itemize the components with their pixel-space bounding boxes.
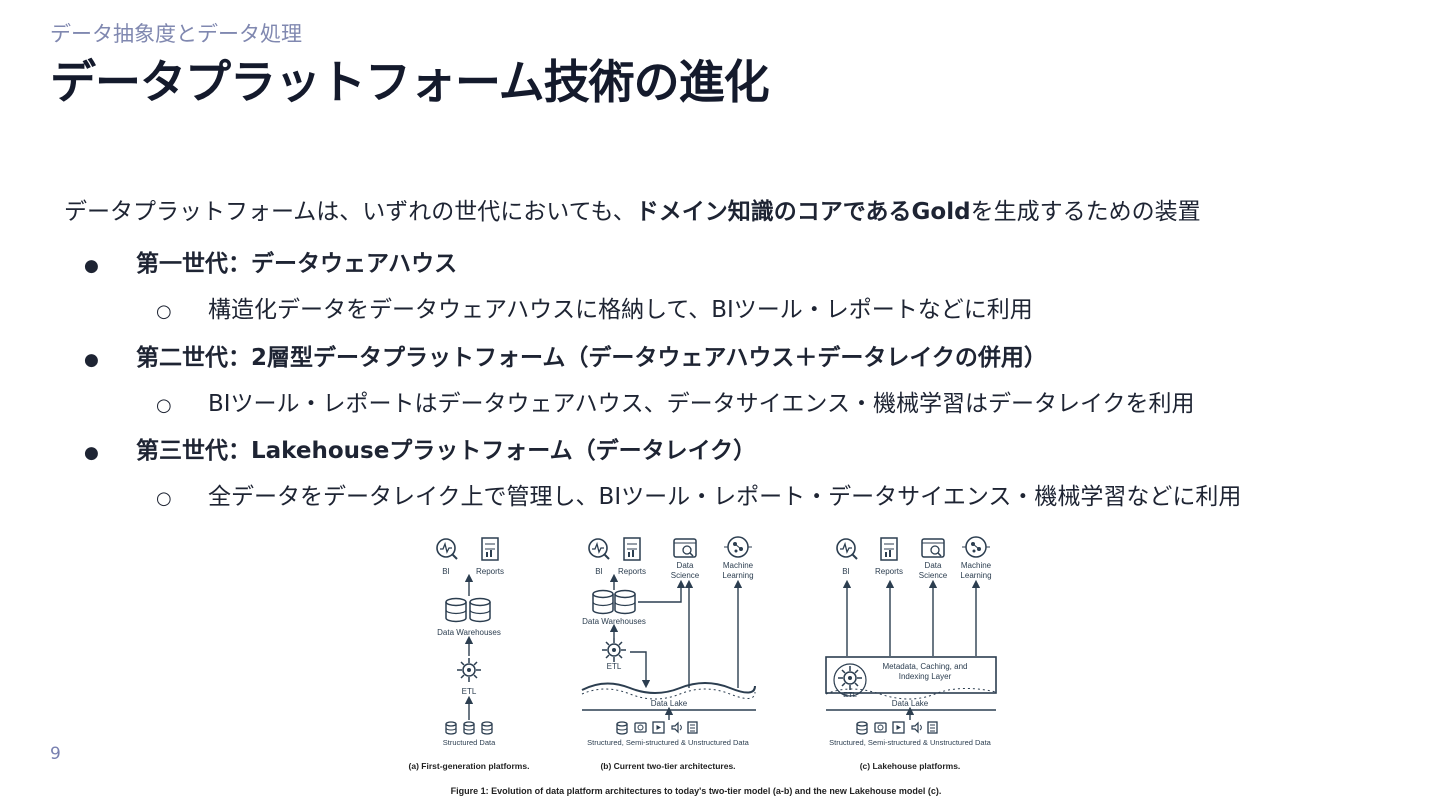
sub-bullet-text: 構造化データをデータウェアハウスに格納して、BIツール・レポートなどに利用	[208, 297, 1033, 323]
label-science: Science	[919, 571, 948, 580]
sub-bullet-marker: ○	[156, 301, 172, 322]
panel-lakehouse: BI Reports Data Science Machine Learning…	[825, 536, 997, 771]
label-learning: Learning	[722, 571, 753, 580]
bullet-label: 第一世代：データウェアハウス	[136, 251, 458, 277]
bullet-gen3: ● 第三世代：Lakehouseプラットフォーム（データレイク）	[84, 431, 756, 465]
lead-suffix: を生成するための装置	[970, 199, 1201, 225]
label-machine: Machine	[723, 561, 754, 570]
bi-icon	[436, 538, 458, 560]
bullet-marker: ●	[84, 443, 99, 463]
section-subtitle: データ抽象度とデータ処理	[50, 22, 302, 46]
structured-db-icon	[445, 721, 457, 735]
database-icon	[469, 597, 491, 623]
label-etl: ETL	[607, 662, 622, 671]
bullet-label: 第二世代：2層型データプラットフォーム（データウェアハウス＋データレイクの併用）	[136, 345, 1047, 371]
machine-learning-icon	[961, 536, 991, 558]
label-layer-line1: Metadata, Caching, and	[883, 662, 968, 671]
source-icons	[617, 722, 697, 734]
label-source: Structured, Semi-structured & Unstructur…	[587, 738, 750, 747]
label-reports: Reports	[875, 567, 903, 576]
sub-bullet-text: BIツール・レポートはデータウェアハウス、データサイエンス・機械学習はデータレイ…	[208, 391, 1195, 417]
structured-db-icon	[463, 721, 475, 735]
label-science: Science	[671, 571, 700, 580]
reports-icon	[481, 537, 499, 561]
data-science-icon	[921, 538, 945, 558]
lead-text: データプラットフォームは、いずれの世代においても、ドメイン知識のコアであるGol…	[64, 192, 1201, 226]
figure-caption: Figure 1: Evolution of data platform arc…	[451, 786, 942, 796]
label-data-lake: Data Lake	[651, 699, 688, 708]
label-learning: Learning	[960, 571, 991, 580]
label-bi: BI	[595, 567, 603, 576]
etl-icon	[456, 657, 482, 683]
label-reports: Reports	[476, 567, 504, 576]
label-layer-line2: Indexing Layer	[899, 672, 952, 681]
label-data: Data	[925, 561, 942, 570]
bullet-label: 第三世代：Lakehouseプラットフォーム（データレイク）	[136, 438, 757, 464]
label-source: Structured, Semi-structured & Unstructur…	[829, 738, 992, 747]
page-number: 9	[50, 744, 61, 764]
machine-learning-icon	[723, 536, 753, 558]
label-machine: Machine	[961, 561, 992, 570]
label-data-lake: Data Lake	[892, 699, 929, 708]
structured-db-icon	[481, 721, 493, 735]
panel-two-tier: BI Reports Data Science Machine Learning…	[581, 536, 756, 771]
label-reports: Reports	[618, 567, 646, 576]
sub-bullet-marker: ○	[156, 488, 172, 509]
panel-first-generation: BI Reports Data Warehouses ETL Structure…	[409, 537, 530, 771]
etl-icon	[601, 637, 627, 663]
bullet-marker: ●	[84, 350, 99, 370]
label-data-warehouses: Data Warehouses	[582, 617, 646, 626]
bullet-gen1: ● 第一世代：データウェアハウス	[84, 244, 457, 278]
page-title: データプラットフォーム技術の進化	[50, 55, 770, 109]
lead-prefix: データプラットフォームは、いずれの世代においても、	[64, 199, 636, 225]
database-icon	[614, 589, 636, 615]
bi-icon	[836, 538, 858, 560]
source-icons	[857, 722, 937, 734]
reports-icon	[880, 537, 898, 561]
label-etl: ETL	[462, 687, 477, 696]
architecture-figure: BI Reports Data Warehouses ETL Structure…	[409, 536, 997, 796]
caption-c: (c) Lakehouse platforms.	[860, 761, 961, 771]
database-icon	[592, 589, 614, 615]
label-bi: BI	[442, 567, 450, 576]
bullet-marker: ●	[84, 256, 99, 276]
label-data: Data	[677, 561, 694, 570]
bullet-gen2: ● 第二世代：2層型データプラットフォーム（データウェアハウス＋データレイクの併用…	[84, 338, 1047, 372]
label-bi: BI	[842, 567, 850, 576]
label-etl: ETL	[843, 690, 857, 699]
reports-icon	[623, 537, 641, 561]
sub-bullet-gen1: ○ 構造化データをデータウェアハウスに格納して、BIツール・レポートなどに利用	[156, 290, 1033, 324]
data-science-icon	[673, 538, 697, 558]
sub-bullet-marker: ○	[156, 395, 172, 416]
lead-bold: ドメイン知識のコアであるGold	[635, 199, 971, 225]
sub-bullet-gen3: ○ 全データをデータレイク上で管理し、BIツール・レポート・データサイエンス・機械…	[156, 477, 1241, 511]
sub-bullet-gen2: ○ BIツール・レポートはデータウェアハウス、データサイエンス・機械学習はデータレ…	[156, 384, 1195, 418]
bi-icon	[588, 538, 610, 560]
label-structured-data: Structured Data	[443, 738, 496, 747]
sub-bullet-text: 全データをデータレイク上で管理し、BIツール・レポート・データサイエンス・機械学…	[208, 484, 1242, 510]
caption-a: (a) First-generation platforms.	[409, 761, 530, 771]
caption-b: (b) Current two-tier architectures.	[600, 761, 735, 771]
label-data-warehouses: Data Warehouses	[437, 628, 501, 637]
database-icon	[445, 597, 467, 623]
